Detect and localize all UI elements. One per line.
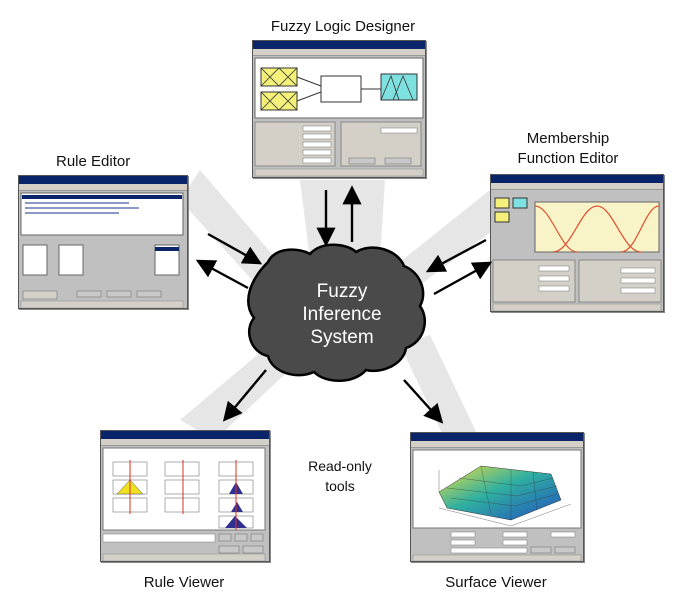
read-only-tools-label: Read-only tools — [294, 456, 386, 496]
rule-editor-panel — [20, 192, 184, 308]
mf-input-variable[interactable] — [494, 197, 510, 209]
mf-editor-label-line2: Function Editor — [517, 150, 619, 167]
mf-editor-panel — [492, 197, 662, 311]
window-titlebar — [101, 431, 269, 439]
fis-title-line3: System — [310, 327, 374, 348]
window-menubar — [19, 184, 187, 191]
fis-diagram-panel — [254, 57, 424, 177]
spoke-right — [390, 190, 500, 300]
window-titlebar — [411, 433, 583, 441]
rule-viewer-window — [100, 430, 270, 562]
mf-plot[interactable] — [534, 201, 660, 253]
window-titlebar — [253, 41, 425, 49]
arrow-mf-editor-to-fis — [425, 238, 487, 273]
arrow-fis-to-surface-viewer — [403, 379, 444, 424]
arrow-fis-to-mf-editor — [433, 261, 493, 296]
rule-list[interactable] — [20, 192, 184, 236]
spoke-bottom-left — [180, 340, 300, 440]
fis-title-line1: Fuzzy — [316, 281, 368, 302]
read-only-line1: Read-only — [308, 458, 372, 474]
window-menubar — [253, 49, 425, 56]
fis-title: Fuzzy Inference System — [276, 280, 408, 349]
surface-viewer-window — [410, 432, 584, 562]
arrow-fis-to-rule-viewer — [222, 369, 267, 422]
mf-editor-label-line1: Membership — [526, 130, 610, 147]
rule-viewer-panel — [102, 447, 266, 561]
mf-output-variable[interactable] — [512, 197, 528, 209]
fis-title-line2: Inference — [302, 304, 382, 325]
read-only-line2: tools — [325, 478, 355, 494]
window-titlebar — [491, 175, 663, 183]
window-titlebar — [19, 176, 187, 184]
arrow-fis-to-rule-editor — [195, 259, 249, 290]
window-menubar — [491, 183, 663, 190]
rule-editor-label: Rule Editor — [56, 153, 131, 170]
window-menubar — [101, 439, 269, 446]
rule-viewer-label: Rule Viewer — [143, 574, 225, 591]
fuzzy-logic-designer-label: Fuzzy Logic Designer — [270, 18, 416, 35]
fis-cloud-shape — [247, 243, 426, 382]
membership-function-editor-window — [490, 174, 664, 312]
fuzzy-logic-designer-window — [252, 40, 426, 178]
mf-input-variable-2[interactable] — [494, 211, 510, 223]
surface-viewer-panel — [412, 449, 582, 561]
arrow-rule-editor-to-fis — [207, 232, 263, 265]
window-menubar — [411, 441, 583, 448]
spoke-bottom-right — [400, 335, 480, 450]
surface-viewer-label: Surface Viewer — [445, 574, 547, 591]
rule-editor-window — [18, 175, 188, 309]
